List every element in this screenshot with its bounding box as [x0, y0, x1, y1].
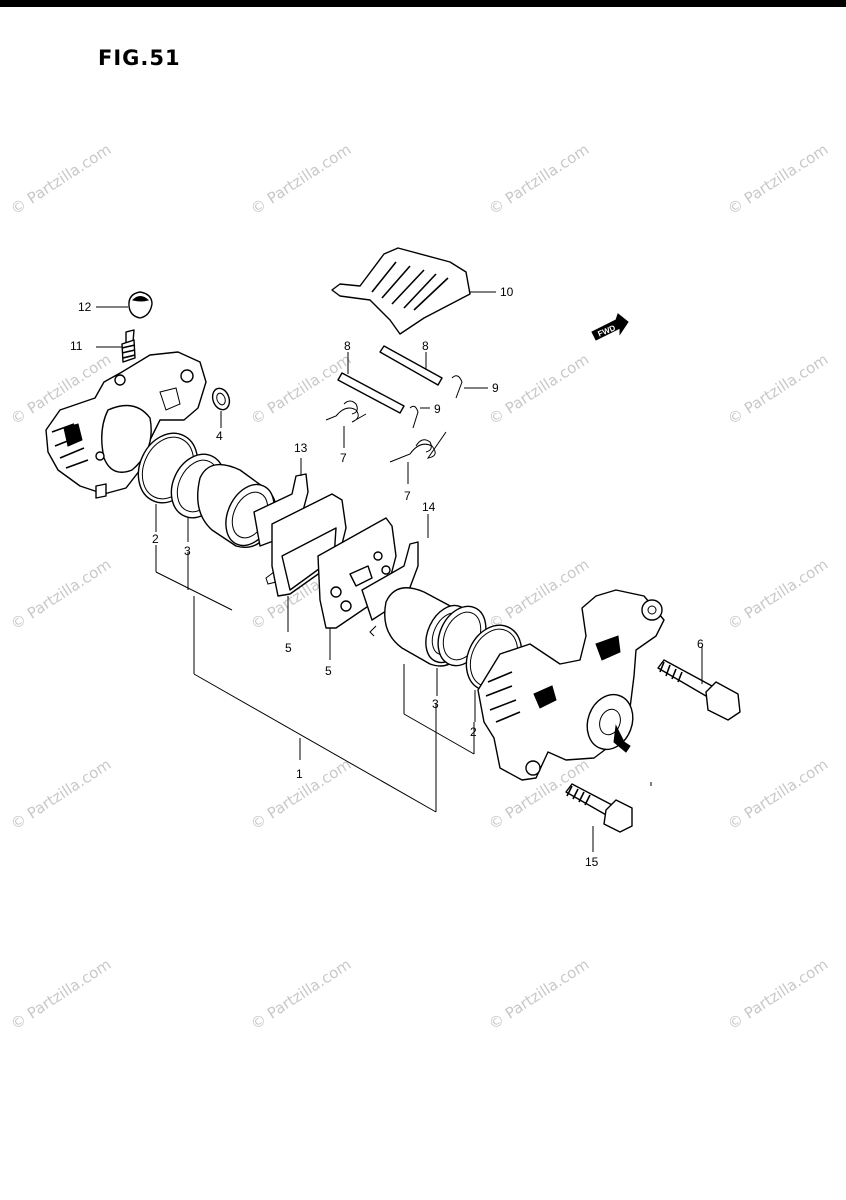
callout-7a: 7: [340, 451, 347, 465]
watermark: © Partzilla.com: [7, 140, 114, 218]
part-4-washer: [211, 387, 231, 428]
part-13-pad-shim: [253, 458, 309, 547]
part-8-pad-pin-right: [379, 345, 443, 386]
part-9-clip-center: [409, 405, 430, 429]
callout-6: 6: [697, 637, 704, 651]
watermark: © Partzilla.com: [724, 755, 831, 833]
part-10-pad-spring: [331, 247, 496, 335]
part-14-pad-shim: [361, 514, 429, 637]
figure-title: FIG.51: [98, 46, 181, 70]
callout-3b: 3: [432, 697, 439, 711]
watermark: © Partzilla.com: [485, 955, 592, 1033]
watermark: © Partzilla.com: [724, 555, 831, 633]
watermark: © Partzilla.com: [247, 955, 354, 1033]
outer-caliper-half: [45, 351, 207, 499]
callout-labels: 12 11 4 13 2 3 5 5 14 3 2 1 6 15 10 8 8 …: [70, 285, 704, 869]
part-6-caliper-bolt: [657, 646, 741, 721]
part-5-brake-pad-left: [265, 493, 347, 632]
callout-14: 14: [422, 500, 436, 514]
part-12-bleeder-cap: [96, 291, 153, 319]
inner-caliper-half: [477, 589, 665, 781]
callout-15: 15: [585, 855, 599, 869]
fwd-label: FWD: [596, 323, 616, 338]
part-9-clip-right: [451, 375, 488, 399]
callout-2a: 2: [152, 532, 159, 546]
watermark: © Partzilla.com: [724, 350, 831, 428]
watermark: © Partzilla.com: [724, 955, 831, 1033]
callout-13: 13: [294, 441, 308, 455]
watermark: © Partzilla.com: [7, 755, 114, 833]
callout-12: 12: [78, 300, 92, 314]
part-7-spring-left: [325, 400, 367, 448]
watermark: © Partzilla.com: [7, 955, 114, 1033]
part-11-bleeder-valve: [96, 329, 136, 363]
callout-7b: 7: [404, 489, 411, 503]
part-7-spring-right: [389, 431, 447, 484]
callout-5a: 5: [285, 641, 292, 655]
callout-2b: 2: [470, 725, 477, 739]
callout-3a: 3: [184, 544, 191, 558]
callout-9a: 9: [492, 381, 499, 395]
watermark: © Partzilla.com: [247, 350, 354, 428]
callout-10: 10: [500, 285, 514, 299]
part-8-pad-pin-left: [337, 352, 405, 414]
watermark: © Partzilla.com: [247, 140, 354, 218]
top-border-rule: [0, 0, 846, 7]
watermark: © Partzilla.com: [485, 350, 592, 428]
callout-8a: 8: [344, 339, 351, 353]
watermark: © Partzilla.com: [485, 140, 592, 218]
watermark: © Partzilla.com: [724, 140, 831, 218]
callout-1: 1: [296, 767, 303, 781]
fwd-direction-arrow: FWD: [591, 313, 629, 341]
callout-9b: 9: [434, 402, 441, 416]
callout-8b: 8: [422, 339, 429, 353]
callout-5b: 5: [325, 664, 332, 678]
watermark: © Partzilla.com: [485, 555, 592, 633]
assembly-leader-lines: [155, 545, 475, 813]
part-15-mounting-bolt: [565, 783, 633, 852]
callout-11: 11: [70, 339, 83, 353]
callout-4: 4: [216, 429, 223, 443]
watermark: © Partzilla.com: [7, 555, 114, 633]
